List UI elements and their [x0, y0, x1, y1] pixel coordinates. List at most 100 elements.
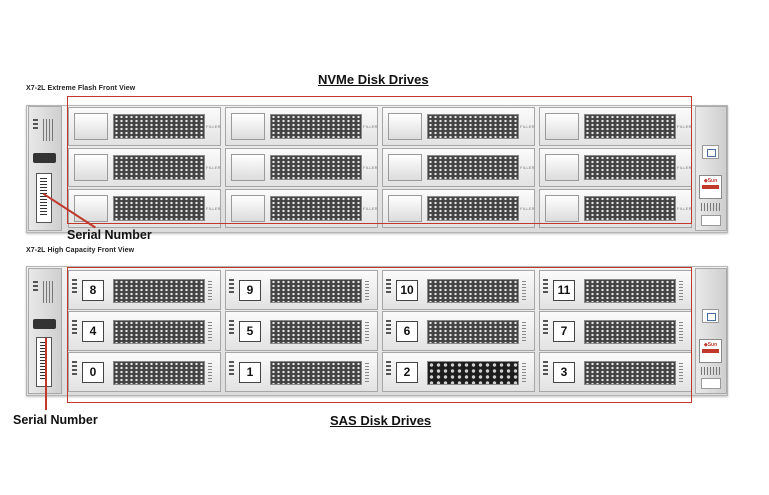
bay-grille	[270, 114, 362, 139]
bay-grille	[113, 196, 205, 221]
bay-handle	[231, 195, 265, 222]
filler-label: FILLER	[206, 165, 221, 170]
sas-drive-bay: 3	[539, 352, 692, 392]
slot-number: 7	[553, 321, 575, 342]
filler-label: FILLER	[520, 206, 535, 211]
slot-number: 5	[239, 321, 261, 342]
bay-handle	[388, 195, 422, 222]
bay-grille	[427, 320, 519, 344]
bay-grille	[270, 279, 362, 303]
sas-drive-bay: 2	[382, 352, 535, 392]
sas-drive-bay: 5	[225, 311, 378, 351]
slot-number: 9	[239, 280, 261, 301]
serial-tag	[36, 337, 52, 387]
bay-handle	[388, 154, 422, 181]
nvme-filler-bay: FILLER	[68, 148, 221, 187]
sas-drive-bay: 4	[68, 311, 221, 351]
bay-grille	[427, 279, 519, 303]
top-left-ear	[28, 106, 62, 231]
status-led-icon	[543, 277, 551, 295]
sas-drive-bay: 8	[68, 270, 221, 310]
sas-drive-bay: 1	[225, 352, 378, 392]
bay-handle	[545, 154, 579, 181]
filler-label: FILLER	[520, 124, 535, 129]
status-led-icon	[72, 359, 80, 377]
bay-handle	[231, 154, 265, 181]
slot-number: 2	[396, 362, 418, 383]
status-led-icon	[72, 318, 80, 336]
bay-grille	[113, 361, 205, 385]
nvme-drives-highlight	[67, 96, 692, 224]
bay-handle	[74, 154, 108, 181]
bay-grille	[584, 196, 676, 221]
bay-grille	[427, 361, 519, 385]
bay-grille	[584, 279, 676, 303]
sas-drive-bay: 0	[68, 352, 221, 392]
filler-label: FILLER	[677, 206, 692, 211]
slot-number: 11	[553, 280, 575, 301]
filler-label: FILLER	[206, 124, 221, 129]
slot-number: 6	[396, 321, 418, 342]
status-led-icon	[386, 359, 394, 377]
filler-label: FILLER	[677, 124, 692, 129]
status-led-icon	[33, 279, 41, 293]
status-led-icon	[543, 359, 551, 377]
top-chassis-caption: X7-2L Extreme Flash Front View	[26, 85, 136, 92]
nvme-filler-bay: FILLER	[225, 107, 378, 146]
bay-grille	[113, 279, 205, 303]
bay-grille	[427, 155, 519, 180]
filler-label: FILLER	[363, 206, 378, 211]
nvme-drives-title: NVMe Disk Drives	[318, 72, 429, 87]
filler-label: FILLER	[206, 206, 221, 211]
bottom-chassis-caption: X7-2L High Capacity Front View	[26, 247, 135, 254]
top-right-ear: ◆Sun	[695, 106, 727, 231]
sas-drives-highlight	[67, 267, 692, 403]
slot-number: 8	[82, 280, 104, 301]
bay-handle	[545, 113, 579, 140]
filler-label: FILLER	[363, 124, 378, 129]
bay-grille	[427, 114, 519, 139]
bay-grille	[270, 155, 362, 180]
slot-number: 1	[239, 362, 261, 383]
bay-grille	[113, 114, 205, 139]
sas-drive-bay: 9	[225, 270, 378, 310]
sun-oracle-logo-icon: ◆Sun	[699, 175, 722, 199]
bay-grille	[270, 361, 362, 385]
sas-drive-bay: 7	[539, 311, 692, 351]
top-serial-number-label: Serial Number	[67, 228, 152, 242]
bay-grille	[584, 155, 676, 180]
bay-handle	[545, 195, 579, 222]
filler-label: FILLER	[677, 165, 692, 170]
nvme-filler-bay: FILLER	[382, 189, 535, 228]
sas-drives-title: SAS Disk Drives	[330, 413, 432, 428]
sun-oracle-logo-icon: ◆Sun	[699, 339, 722, 363]
bay-handle	[74, 113, 108, 140]
nvme-filler-bay: FILLER	[225, 189, 378, 228]
nvme-filler-bay: FILLER	[539, 189, 692, 228]
sas-drive-bay: 6	[382, 311, 535, 351]
slot-number: 0	[82, 362, 104, 383]
bay-grille	[270, 196, 362, 221]
slot-number: 4	[82, 321, 104, 342]
bay-grille	[113, 320, 205, 344]
bottom-serial-callout-line	[45, 338, 47, 410]
nvme-filler-bay: FILLER	[382, 107, 535, 146]
bay-grille	[270, 320, 362, 344]
bay-handle	[388, 113, 422, 140]
status-led-icon	[386, 318, 394, 336]
slot-number: 10	[396, 280, 418, 301]
bay-grille	[427, 196, 519, 221]
bay-grille	[584, 361, 676, 385]
slot-number: 3	[553, 362, 575, 383]
bay-handle	[231, 113, 265, 140]
status-led-icon	[72, 277, 80, 295]
sas-drive-bay: 10	[382, 270, 535, 310]
status-led-icon	[229, 359, 237, 377]
nvme-filler-bay: FILLER	[225, 148, 378, 187]
sas-drive-bay: 11	[539, 270, 692, 310]
status-led-icon	[229, 318, 237, 336]
nvme-filler-bay: FILLER	[68, 107, 221, 146]
filler-label: FILLER	[520, 165, 535, 170]
status-led-icon	[543, 318, 551, 336]
status-led-icon	[386, 277, 394, 295]
